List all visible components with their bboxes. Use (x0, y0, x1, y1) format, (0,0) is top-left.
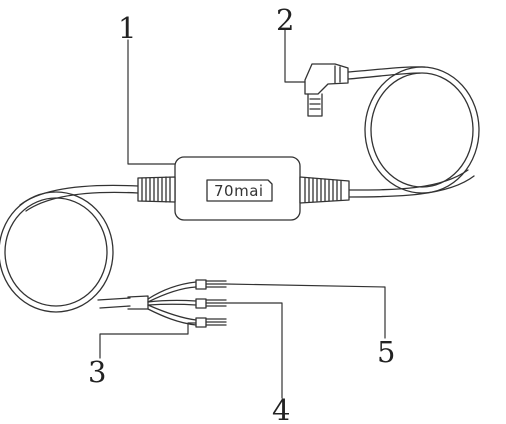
leader-4 (225, 302, 283, 399)
cable-right-coil-to-usb (347, 66, 426, 80)
cable-left-coil-to-split (97, 297, 131, 309)
micro-usb-plug (304, 63, 349, 117)
callout-number-4: 4 (272, 393, 290, 424)
leader-2 (284, 29, 306, 83)
cable-module-to-right-coil (348, 169, 475, 198)
left-cable-coil (0, 191, 114, 313)
callout-number-5: 5 (377, 335, 395, 369)
leader-lines (99, 29, 386, 399)
cable-jacket (127, 295, 149, 310)
callout-number-2: 2 (276, 3, 294, 37)
leader-5 (225, 283, 386, 339)
split-wire-top (147, 279, 227, 303)
split-wire-middle (147, 298, 227, 309)
left-strain-relief (137, 176, 176, 203)
cable-module-to-left-coil (19, 184, 139, 212)
callout-number-3: 3 (88, 355, 106, 389)
split-wire-bottom (147, 304, 227, 328)
right-strain-relief (299, 176, 350, 204)
leader-3 (99, 322, 197, 359)
callout-number-1: 1 (118, 11, 136, 45)
module-brand-label: 70mai (214, 182, 264, 200)
leader-1 (127, 39, 176, 165)
